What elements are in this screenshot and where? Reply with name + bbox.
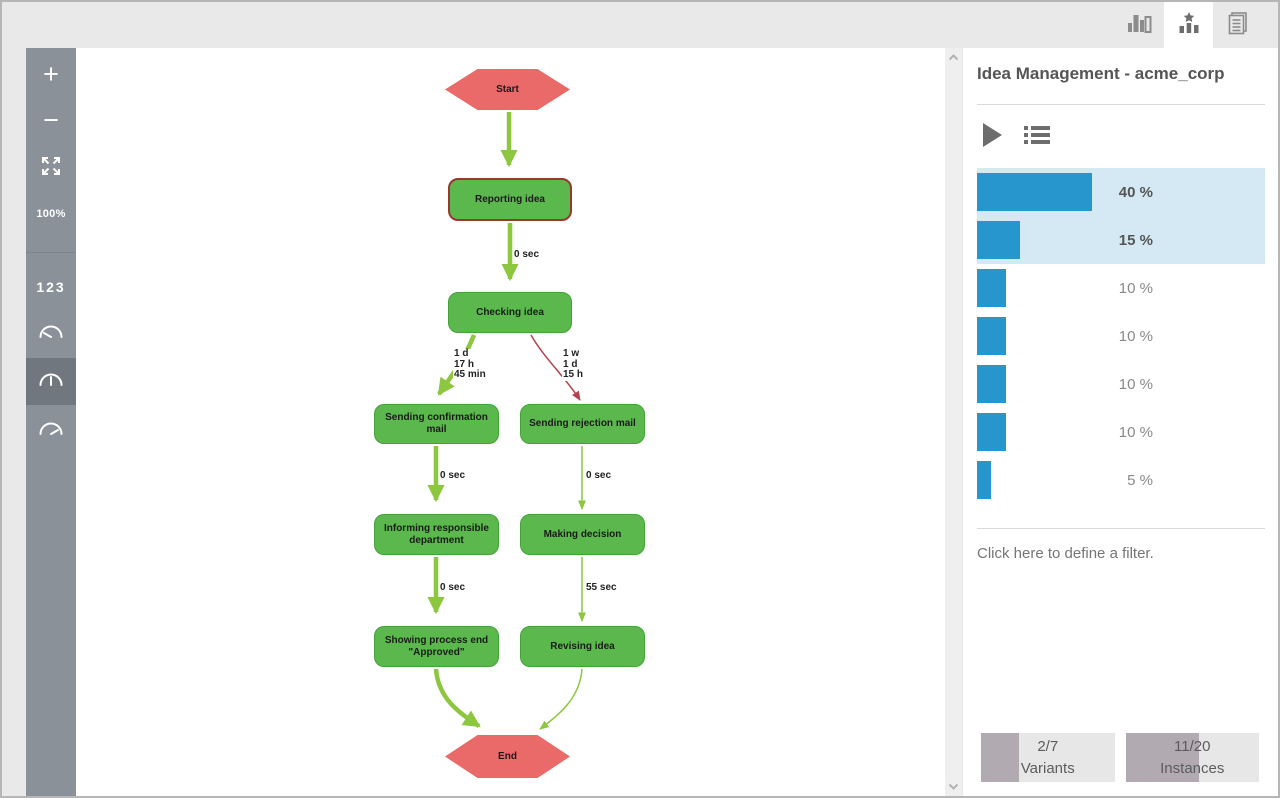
variant-row[interactable]: 10 % <box>977 408 1265 456</box>
variant-percentage: 10 % <box>1118 279 1153 297</box>
variant-row[interactable]: 10 % <box>977 312 1265 360</box>
node-sending-rejection-mail[interactable]: Sending rejection mail <box>520 404 645 444</box>
gauge-low-icon <box>37 323 65 345</box>
variants-panel: Idea Management - acme_corp <box>962 48 1278 796</box>
tab-documents[interactable] <box>1213 2 1262 48</box>
node-label: Reporting idea <box>474 193 545 205</box>
play-button[interactable] <box>981 122 1003 148</box>
sidebar-divider <box>26 252 76 253</box>
frequency-view-button[interactable]: 123 <box>26 263 76 310</box>
panel-divider <box>977 104 1265 105</box>
variants-counter-fill <box>981 733 1020 782</box>
variants-star-icon <box>1176 10 1202 41</box>
define-filter-link[interactable]: Click here to define a filter. <box>977 545 1154 562</box>
variant-bar <box>977 317 1006 355</box>
node-label: Start <box>496 83 519 95</box>
variant-bar <box>977 173 1092 211</box>
zoom-in-button[interactable]: + <box>26 52 76 99</box>
variant-frequency-list: 40 % 15 % 10 % 10 % 10 % 10 % <box>977 168 1265 504</box>
node-revising-idea[interactable]: Revising idea <box>520 626 645 667</box>
node-informing-responsible-department[interactable]: Informing responsible department <box>374 514 499 555</box>
plus-icon: + <box>43 58 59 89</box>
node-label: Checking idea <box>476 306 544 318</box>
scroll-down-icon[interactable] <box>948 783 959 790</box>
instances-counter[interactable]: 11/20 Instances <box>1125 733 1259 782</box>
variant-percentage: 5 % <box>1127 471 1153 489</box>
gauge-low-button[interactable] <box>26 310 76 357</box>
fit-screen-button[interactable] <box>26 145 76 192</box>
gauge-mid-icon <box>37 371 65 393</box>
play-icon <box>983 123 1002 147</box>
variant-row[interactable]: 5 % <box>977 456 1265 504</box>
variant-row[interactable]: 40 % <box>977 168 1265 216</box>
edge-duration-label: 55 sec <box>585 582 618 594</box>
tab-variants[interactable] <box>1164 2 1213 48</box>
view-tabs <box>1115 2 1262 48</box>
node-reporting-idea[interactable]: Reporting idea <box>448 178 572 221</box>
variants-counter-value: 2/7 <box>1037 737 1059 755</box>
top-bar <box>2 2 1278 48</box>
canvas-vertical-scrollbar[interactable] <box>945 48 962 796</box>
minus-icon: − <box>43 105 59 135</box>
variant-row[interactable]: 10 % <box>977 360 1265 408</box>
node-label: Sending confirmation mail <box>385 412 488 435</box>
node-label: Revising idea <box>550 640 615 652</box>
zoom-level-indicator[interactable]: 100% <box>26 190 76 237</box>
process-canvas: Start Reporting idea Checking idea Sendi… <box>76 48 963 796</box>
documents-icon <box>1225 10 1251 41</box>
edge-duration-label: 0 sec <box>439 470 467 482</box>
edge-duration-label: 0 sec <box>439 582 467 594</box>
node-label: Showing process end "Approved" <box>384 634 489 658</box>
zoom-level-label: 100% <box>36 207 66 220</box>
variant-row[interactable]: 10 % <box>977 264 1265 312</box>
scroll-up-icon[interactable] <box>948 54 959 61</box>
variant-percentage: 10 % <box>1118 423 1153 441</box>
edge-duration-label: 0 sec <box>585 470 613 482</box>
node-label: Making decision <box>543 528 622 540</box>
zoom-out-button[interactable]: − <box>26 100 76 147</box>
variant-percentage: 10 % <box>1118 327 1153 345</box>
process-diagram: Start Reporting idea Checking idea Sendi… <box>76 48 963 796</box>
gauge-high-icon <box>37 420 65 442</box>
node-sending-confirmation-mail[interactable]: Sending confirmation mail <box>374 404 499 444</box>
edge-duration-label: 1 w 1 d 15 h <box>562 348 585 381</box>
panel-divider <box>977 528 1265 529</box>
variant-bar <box>977 461 992 499</box>
frequency-123-label: 123 <box>36 278 66 295</box>
canvas-toolbar: + − 100% 123 <box>26 48 76 796</box>
variant-bar <box>977 365 1006 403</box>
bar-chart-icon <box>1127 10 1153 41</box>
panel-toolbar <box>981 122 1051 148</box>
instances-counter-fill <box>1125 733 1199 782</box>
edge-duration-label: 1 d 17 h 45 min <box>453 348 487 381</box>
variant-percentage: 40 % <box>1118 183 1153 201</box>
instances-counter-value: 11/20 <box>1174 737 1211 755</box>
node-label: End <box>498 750 517 762</box>
gauge-mid-button[interactable] <box>26 358 76 405</box>
node-label: Sending rejection mail <box>529 418 636 429</box>
edge-duration-label: 0 sec <box>513 249 541 261</box>
panel-title: Idea Management - acme_corp <box>977 64 1225 83</box>
node-showing-process-end-approved[interactable]: Showing process end "Approved" <box>374 626 499 667</box>
variant-percentage: 15 % <box>1118 231 1153 249</box>
tab-statistics[interactable] <box>1115 2 1164 48</box>
variant-list-button[interactable] <box>1023 123 1051 147</box>
variants-counter[interactable]: 2/7 Variants <box>981 733 1115 782</box>
variants-counter-label: Variants <box>1020 759 1075 777</box>
node-label: Informing responsible department <box>383 522 489 546</box>
variant-list-icon <box>1024 126 1050 144</box>
expand-arrows-icon <box>40 155 62 182</box>
node-making-decision[interactable]: Making decision <box>520 514 645 555</box>
variant-bar <box>977 269 1006 307</box>
variant-bar <box>977 413 1006 451</box>
variant-percentage: 10 % <box>1118 375 1153 393</box>
node-checking-idea[interactable]: Checking idea <box>448 292 572 333</box>
variant-bar <box>977 221 1021 259</box>
gauge-high-button[interactable] <box>26 407 76 454</box>
selection-counters: 2/7 Variants 11/20 Instances <box>981 733 1259 782</box>
instances-counter-label: Instances <box>1160 759 1225 777</box>
variant-row[interactable]: 15 % <box>977 216 1265 264</box>
